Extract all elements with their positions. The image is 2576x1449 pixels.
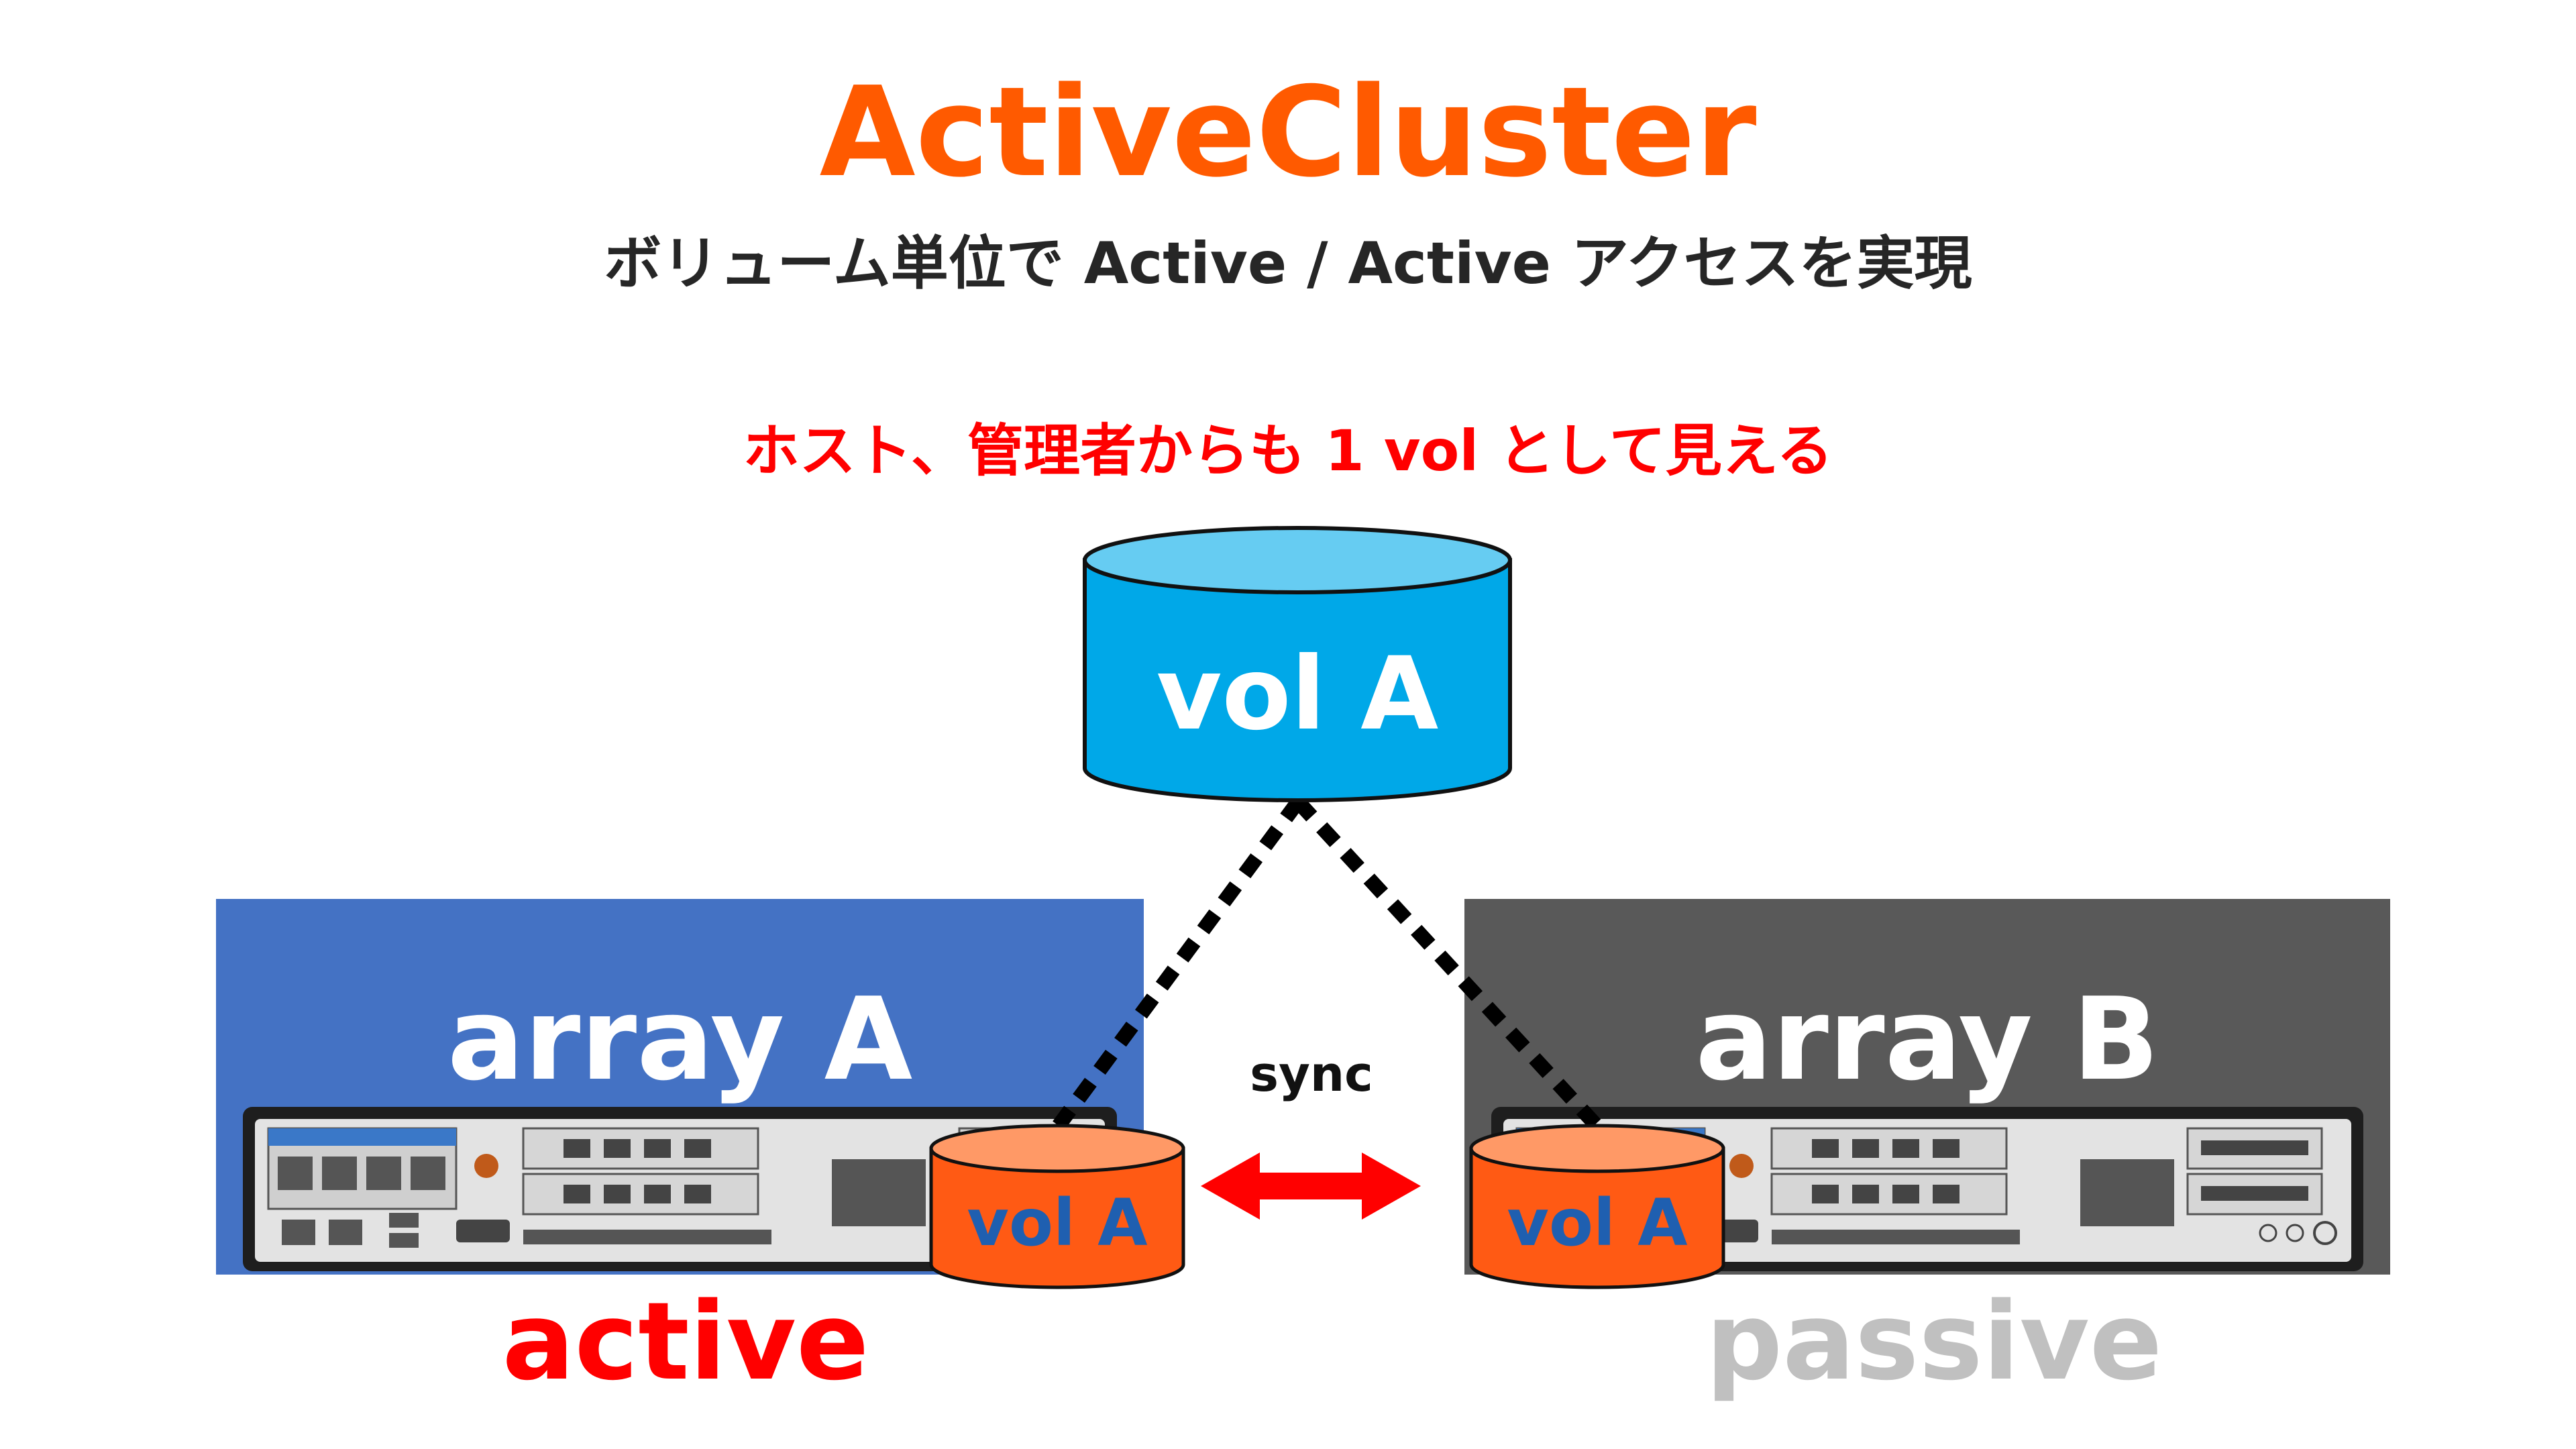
array-a-volume-label: vol A: [967, 1185, 1148, 1260]
sync-double-arrow: [1201, 1152, 1421, 1220]
array-a-status: active: [502, 1279, 869, 1404]
page-subtitle: ボリューム単位で Active / Active アクセスを実現: [604, 230, 1972, 297]
array-b-volume-cylinder: [1469, 1124, 1725, 1289]
array-a-volume-cylinder: [929, 1124, 1185, 1289]
single-volume-note: ホスト、管理者からも 1 vol として見える: [743, 418, 1833, 484]
page-title: ActiveCluster: [819, 60, 1757, 205]
sync-label: sync: [1250, 1046, 1373, 1102]
array-b-status: passive: [1705, 1279, 2163, 1404]
array-b-label: array B: [1695, 973, 2159, 1106]
host-volume-label: vol A: [1156, 636, 1439, 753]
host-volume-cylinder: [1083, 526, 1512, 802]
array-a-label: array A: [447, 973, 913, 1106]
link-host-to-array-b: [1292, 796, 1603, 1131]
array-b-volume-label: vol A: [1507, 1185, 1688, 1260]
